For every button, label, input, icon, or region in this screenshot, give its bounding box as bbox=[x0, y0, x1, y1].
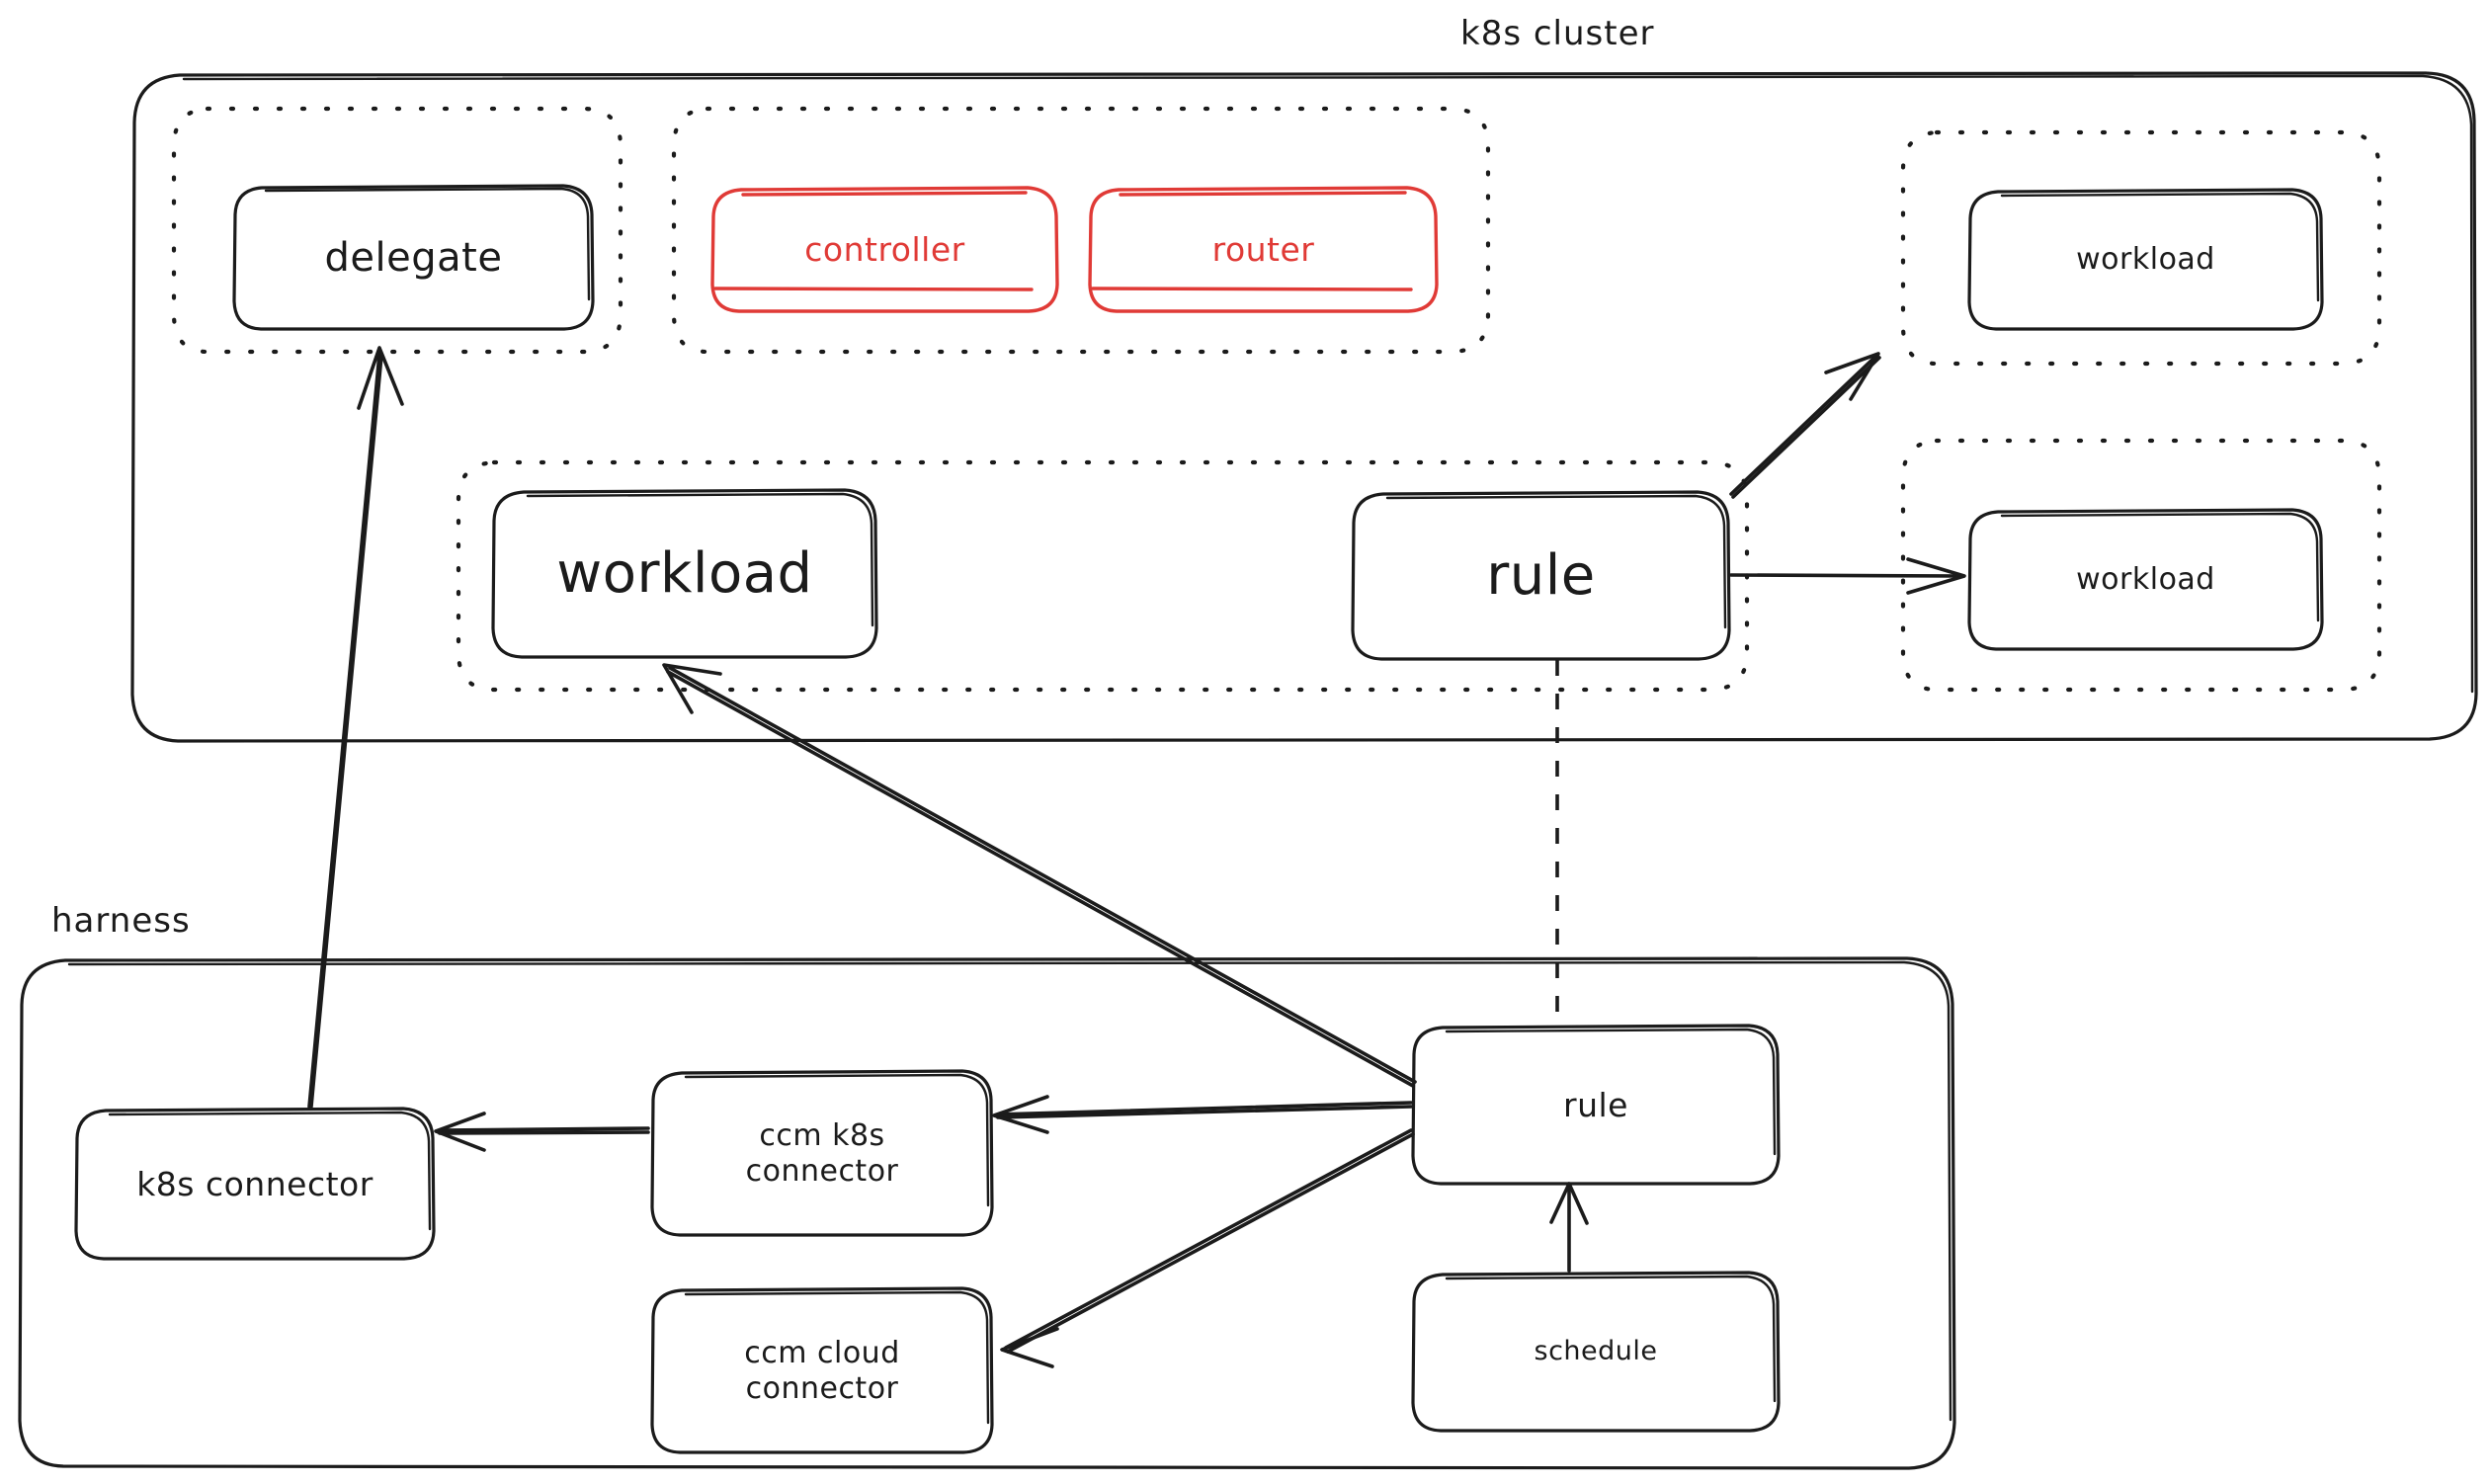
edge-schedule-to-rule-harness bbox=[1549, 1182, 1589, 1273]
node-box-workload-main bbox=[491, 488, 878, 659]
node-box-k8s-connector bbox=[74, 1107, 436, 1261]
group-harness-border bbox=[18, 956, 1956, 1470]
node-box-workload-bottom-right bbox=[1967, 508, 2324, 651]
node-box-ccm-cloud-connector bbox=[650, 1286, 994, 1454]
group-workload-bottom-right-border bbox=[1900, 438, 2382, 693]
group-title-harness: harness bbox=[51, 901, 191, 941]
node-box-delegate bbox=[232, 184, 595, 331]
group-workload-rule-border bbox=[456, 459, 1750, 693]
group-delegate-border bbox=[171, 106, 623, 355]
node-box-rule-harness bbox=[1411, 1024, 1781, 1186]
group-title-k8s-cluster: k8s cluster bbox=[1460, 14, 1655, 53]
node-box-workload-top-right bbox=[1967, 188, 2324, 331]
edge-harness-rule-to-ccm-cloud-connector bbox=[1000, 1128, 1415, 1368]
node-box-ccm-k8s-connector bbox=[650, 1069, 994, 1237]
node-box-controller bbox=[710, 186, 1059, 313]
group-controller-router-border bbox=[671, 106, 1491, 355]
node-box-router bbox=[1088, 186, 1439, 313]
edge-harness-rule-to-workload-main bbox=[662, 663, 1417, 1088]
edge-harness-rule-to-ccm-k8s-connector bbox=[992, 1095, 1413, 1134]
group-k8s-cluster-border bbox=[130, 71, 2478, 743]
node-box-rule-k8s bbox=[1351, 490, 1731, 661]
edge-rule-to-workload-top-right bbox=[1729, 352, 1881, 499]
node-box-schedule bbox=[1411, 1271, 1781, 1433]
edge-ccm-k8s-connector-to-k8s-connector bbox=[434, 1112, 650, 1152]
edge-k8s-connector-to-delegate bbox=[307, 346, 404, 1109]
edge-rule-to-workload-bottom-right bbox=[1729, 557, 1966, 595]
